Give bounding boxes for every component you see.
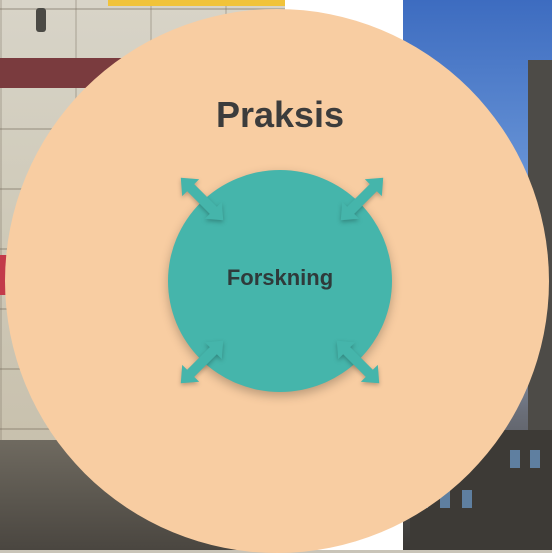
arrow-top-right-icon <box>332 169 392 229</box>
arrow-bottom-right-icon <box>328 332 388 392</box>
window <box>530 450 540 468</box>
arrow-top-left-icon <box>172 169 232 229</box>
yellow-sign <box>108 0 286 6</box>
inner-circle-label: Forskning <box>226 265 334 290</box>
arrow-bottom-left-icon <box>172 332 232 392</box>
red-marker <box>0 255 8 295</box>
window <box>440 490 450 508</box>
lamp-icon <box>36 8 46 32</box>
window <box>462 490 472 508</box>
window <box>510 450 520 468</box>
outer-circle-label: Praksis <box>215 94 345 135</box>
